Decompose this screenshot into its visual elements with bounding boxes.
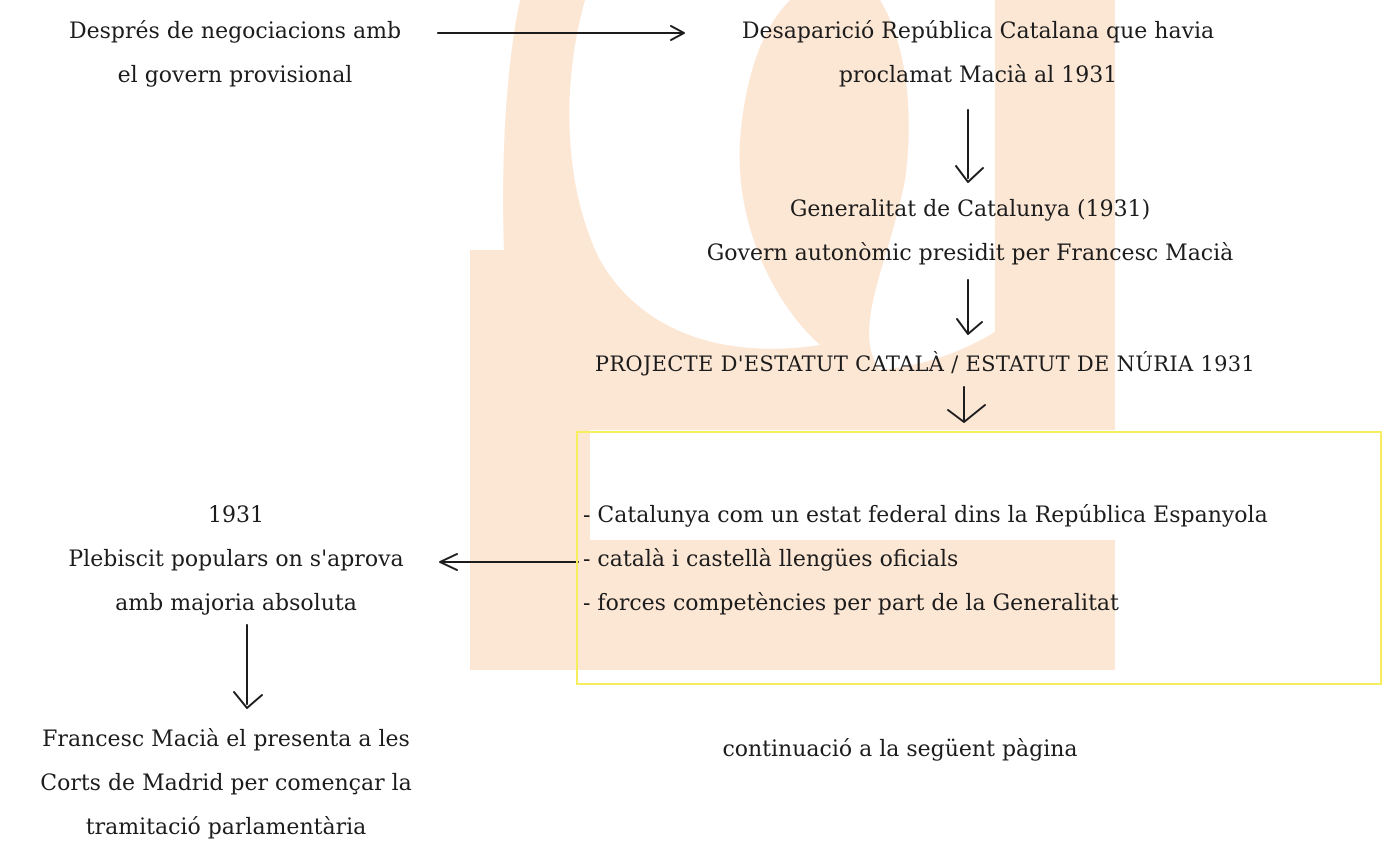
statute-points-box	[576, 431, 1382, 685]
arrow-right-to-republic	[437, 25, 685, 41]
continuation-note: continuació a la següent pàgina	[722, 737, 1078, 762]
arrow-left-to-plebiscite	[439, 553, 579, 571]
statute-point-official-languages: - català i castellà llengües oficials	[583, 547, 959, 572]
arrow-down-to-generalitat	[955, 109, 984, 183]
statute-project-node: PROJECTE D'ESTATUT CATALÀ / ESTATUT DE N…	[594, 352, 1256, 376]
presentation-line-3: tramitació parlamentària	[85, 815, 367, 840]
negotiations-line-1: Després de negociacions amb	[68, 19, 402, 44]
statute-point-federal-state: - Catalunya com un estat federal dins la…	[583, 503, 1268, 528]
arrow-down-to-presentation	[233, 624, 263, 709]
presentation-node: Francesc Macià el presenta a les Corts d…	[0, 718, 452, 849]
statute-point-competences: - forces competències per part de la Gen…	[583, 591, 1119, 616]
republic-disappearance-node: Desaparició República Catalana que havia…	[698, 10, 1258, 98]
generalitat-line-1: Generalitat de Catalunya (1931)	[789, 197, 1151, 222]
republic-disappearance-line-2: proclamat Macià al 1931	[838, 63, 1118, 88]
plebiscite-year: 1931	[208, 503, 264, 528]
watermark-s-shape	[503, 0, 1110, 430]
generalitat-node: Generalitat de Catalunya (1931) Govern a…	[660, 188, 1280, 276]
plebiscite-node: 1931 Plebiscit populars on s'aprova amb …	[28, 494, 444, 626]
presentation-line-2: Corts de Madrid per començar la	[40, 771, 412, 796]
negotiations-node: Després de negociacions amb el govern pr…	[28, 10, 442, 98]
generalitat-line-2: Govern autonòmic presidit per Francesc M…	[706, 241, 1234, 266]
watermark-right-bar	[995, 0, 1115, 430]
plebiscite-line-1: Plebiscit populars on s'aprova	[68, 547, 404, 572]
arrow-down-to-statute	[956, 279, 983, 335]
republic-disappearance-line-1: Desaparició República Catalana que havia	[741, 19, 1215, 44]
negotiations-line-2: el govern provisional	[117, 63, 353, 88]
arrow-down-to-points	[947, 386, 986, 423]
statute-points-list: - Catalunya com un estat federal dins la…	[583, 494, 1383, 626]
presentation-line-1: Francesc Macià el presenta a les	[42, 727, 410, 752]
plebiscite-line-2: amb majoria absoluta	[115, 591, 357, 616]
